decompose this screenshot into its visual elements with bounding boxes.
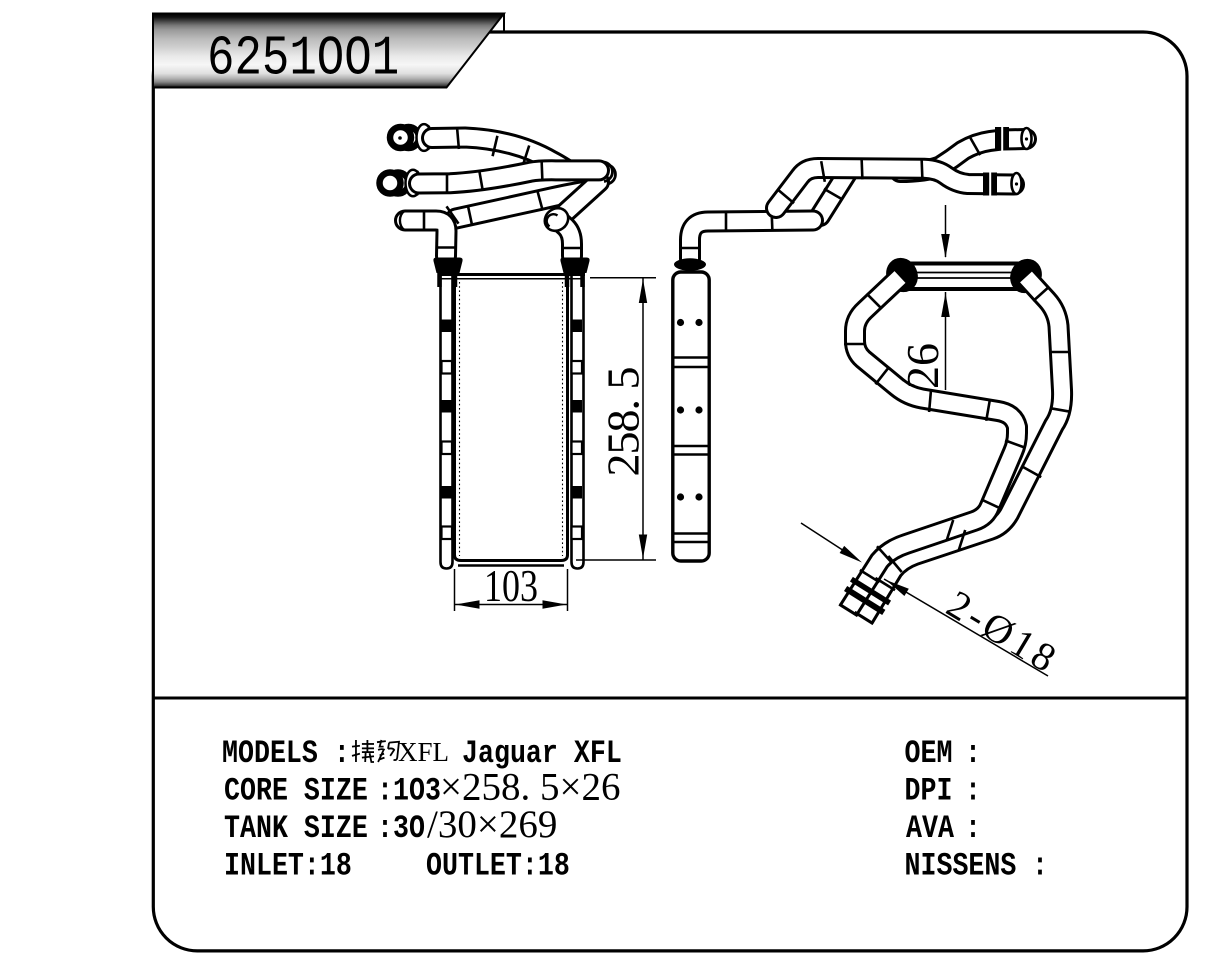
svg-text:MODELS :: MODELS : (222, 735, 350, 772)
svg-text:CORE SIZE: CORE SIZE (224, 772, 368, 809)
svg-text:DPI: DPI (905, 772, 953, 809)
svg-text::: : (1032, 847, 1048, 884)
svg-text:XFL: XFL (398, 737, 449, 767)
svg-text::: : (377, 810, 393, 847)
svg-text:TANK SIZE: TANK SIZE (224, 810, 368, 847)
svg-text:×258. 5×26: ×258. 5×26 (440, 766, 621, 809)
svg-text:26: 26 (897, 343, 948, 389)
svg-text:3O: 3O (393, 810, 425, 847)
svg-text:Jaguar XFL: Jaguar XFL (462, 735, 622, 772)
svg-text:258. 5: 258. 5 (598, 368, 649, 477)
svg-text:AVA: AVA (906, 810, 954, 847)
svg-text::: : (965, 735, 981, 772)
svg-text:OEM: OEM (905, 735, 953, 772)
svg-text::: : (377, 772, 393, 809)
svg-text::: : (965, 810, 981, 847)
svg-text:103: 103 (484, 561, 538, 611)
svg-text:2-Ø18: 2-Ø18 (939, 581, 1067, 683)
svg-text:NISSENS: NISSENS (905, 847, 1017, 884)
svg-text::: : (965, 772, 981, 809)
svg-text:OUTLET:18: OUTLET:18 (426, 847, 570, 884)
svg-text:INLET:18: INLET:18 (224, 847, 352, 884)
svg-text:1O3: 1O3 (393, 772, 441, 809)
svg-text:6251OO1: 6251OO1 (207, 28, 399, 92)
svg-text:/30×269: /30×269 (427, 803, 557, 846)
